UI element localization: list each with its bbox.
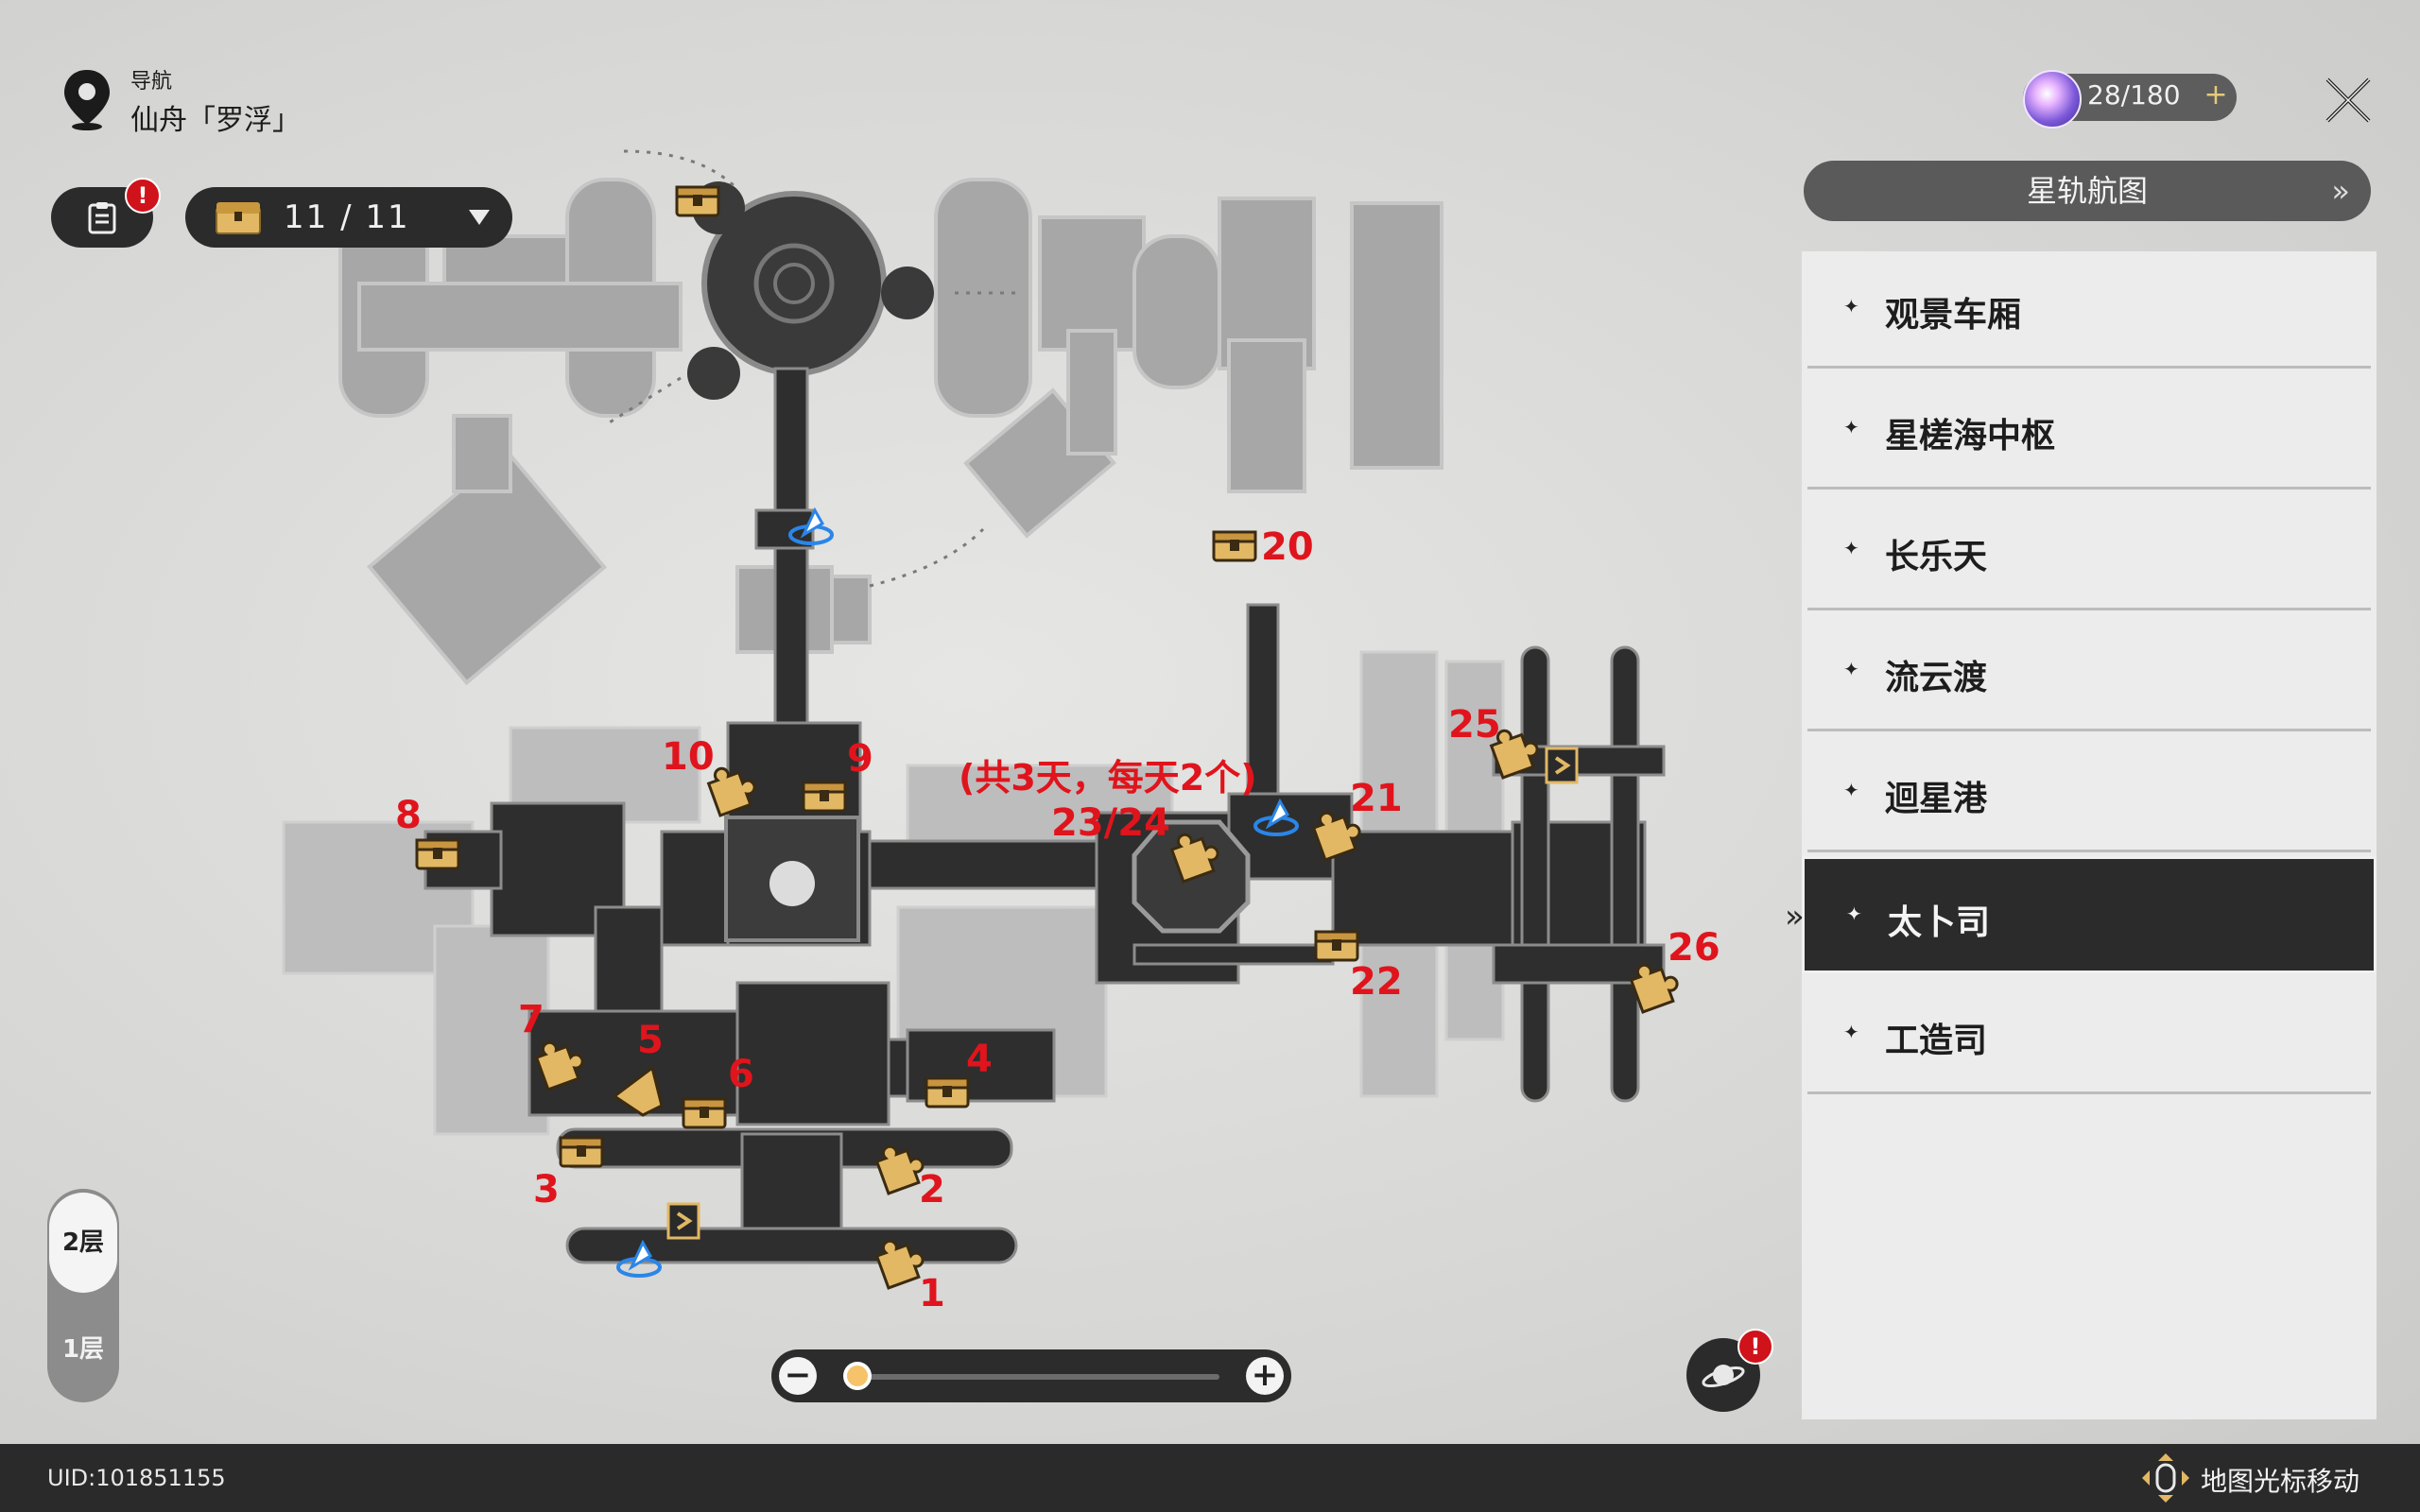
area-item-observation-car[interactable]: ✦ 观景车厢 [1802, 251, 2377, 369]
chest-count-text: 11 / 11 [284, 198, 410, 236]
mouse-move-icon [2142, 1453, 2189, 1503]
annotation-3: 3 [533, 1168, 560, 1211]
floor-2-button[interactable]: 2层 [49, 1193, 117, 1293]
star-bullet-icon: ✦ [1843, 779, 1859, 801]
annotation-21: 21 [1350, 777, 1403, 820]
annotation-6: 6 [728, 1053, 754, 1096]
shop-marker[interactable] [675, 185, 720, 217]
planet-icon [1702, 1365, 1745, 1388]
chest-counter-dropdown[interactable]: 11 / 11 [185, 187, 512, 248]
chest-marker-22[interactable] [1314, 930, 1359, 962]
zoom-slider-handle[interactable] [843, 1362, 872, 1390]
clipboard-icon [88, 202, 116, 234]
chevron-down-icon [469, 210, 490, 225]
area-label: 观景车厢 [1885, 296, 2022, 335]
star-rail-map-button[interactable]: 星轨航图 » [1804, 161, 2371, 221]
uid-text: UID:101851155 [47, 1465, 226, 1491]
area-item-stargazer-navalia[interactable]: ✦ 迴星港 [1802, 735, 2377, 852]
area-label: 长乐天 [1885, 538, 1988, 576]
annotation-note: (共3天，每天2个) [959, 757, 1257, 799]
annotation-1: 1 [919, 1272, 945, 1315]
trailblaze-power-icon [2023, 70, 2082, 129]
area-label: 太卜司 [1888, 903, 1991, 942]
star-bullet-icon: ✦ [1843, 658, 1859, 680]
location-pin-icon [64, 70, 110, 130]
annotation-9: 9 [847, 737, 873, 781]
planet-alert-badge: ! [1737, 1329, 1773, 1365]
exit-marker-south[interactable] [666, 1202, 700, 1240]
chest-marker-6[interactable] [682, 1097, 727, 1129]
area-item-exalting-sanctum[interactable]: ✦ 长乐天 [1802, 493, 2377, 610]
star-bullet-icon: ✦ [1843, 537, 1859, 559]
trace-item-icon[interactable] [612, 1065, 664, 1117]
annotation-20: 20 [1261, 525, 1314, 569]
annotation-5: 5 [637, 1019, 664, 1062]
annotation-4: 4 [966, 1038, 993, 1081]
area-label: 流云渡 [1885, 659, 1988, 697]
chest-marker-20[interactable] [1212, 530, 1257, 562]
star-bullet-icon: ✦ [1846, 902, 1862, 925]
chest-marker-3[interactable] [559, 1136, 604, 1168]
area-label: 星槎海中枢 [1885, 417, 2056, 455]
annotation-7: 7 [518, 998, 544, 1041]
footer-bar [0, 1444, 2420, 1512]
zoom-slider-track[interactable] [851, 1374, 1219, 1380]
area-item-artisanship-commission[interactable]: ✦ 工造司 [1802, 977, 2377, 1094]
area-item-cloudford[interactable]: ✦ 流云渡 [1802, 614, 2377, 731]
central-plaza-fountain [769, 861, 815, 906]
add-power-button[interactable]: + [2204, 78, 2228, 112]
selected-arrow-icon: » [1785, 898, 1805, 936]
chest-marker-8[interactable] [415, 838, 460, 870]
zoom-out-button[interactable]: − [779, 1357, 817, 1395]
area-item-divination-commission[interactable]: ✦ 太卜司 [1802, 856, 2377, 973]
upper-map-faded [338, 178, 1443, 686]
chest-marker-4[interactable] [925, 1076, 970, 1108]
close-icon[interactable] [2320, 72, 2377, 129]
annotation-10: 10 [662, 735, 715, 779]
double-arrow-icon: » [2331, 173, 2350, 209]
zoom-in-button[interactable]: + [1246, 1357, 1284, 1395]
mission-alert-badge: ! [125, 178, 161, 214]
area-label: 迴星港 [1885, 780, 1988, 818]
floor-1-button[interactable]: 1层 [61, 1335, 105, 1364]
area-item-central-starskiff-haven[interactable]: ✦ 星槎海中枢 [1802, 372, 2377, 490]
star-bullet-icon: ✦ [1843, 295, 1859, 318]
area-list: ✦ 观景车厢 ✦ 星槎海中枢 ✦ 长乐天 ✦ 流云渡 ✦ 迴星港 ✦ 太卜司 [1802, 251, 2377, 1419]
treasure-chest-icon [216, 202, 261, 234]
exit-marker-east[interactable] [1545, 747, 1579, 784]
annotation-8: 8 [395, 794, 422, 837]
star-bullet-icon: ✦ [1843, 1021, 1859, 1043]
annotation-23-24: 23/24 [1051, 801, 1170, 845]
annotation-22: 22 [1350, 960, 1403, 1004]
chest-marker-9[interactable] [802, 781, 847, 813]
area-label: 工造司 [1885, 1022, 1988, 1060]
annotation-26: 26 [1668, 926, 1720, 970]
annotation-2: 2 [919, 1168, 945, 1211]
star-rail-map-label: 星轨航图 [2026, 173, 2148, 209]
map-canvas[interactable] [0, 0, 1796, 1436]
mission-log-button[interactable] [51, 187, 153, 248]
nav-location: 仙舟「罗浮」 [130, 104, 301, 137]
cursor-hint-text: 地图光标移动 [2201, 1466, 2360, 1497]
star-bullet-icon: ✦ [1843, 416, 1859, 438]
trailblaze-power-value: 28/180 [2087, 79, 2181, 111]
annotation-25: 25 [1448, 703, 1501, 747]
nav-label: 导航 [130, 70, 173, 94]
